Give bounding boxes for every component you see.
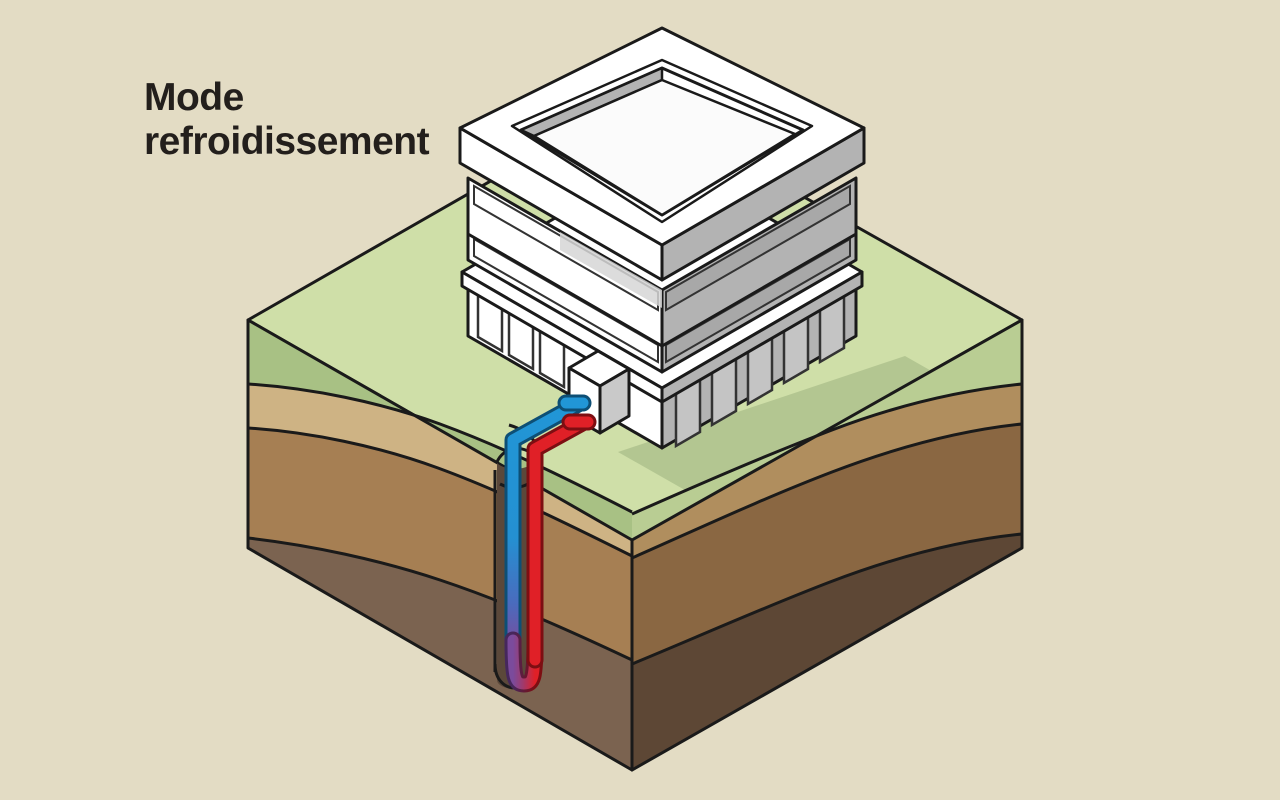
cold-supply-pipe (507, 397, 586, 654)
stratum-line-topsoil-right (631, 422, 1023, 560)
hot-return-pipe (529, 416, 590, 666)
roof-parapet-lip (510, 58, 814, 224)
ground-right-face (630, 318, 1024, 772)
geothermal-loop (504, 394, 597, 693)
ground-block (246, 98, 1024, 772)
roof-cast-shadow-on-wall (560, 232, 662, 308)
stratum-line-subsoil-right (631, 532, 1023, 666)
cornice-lower-right (660, 270, 864, 404)
stratum-line-grass-left (247, 382, 633, 514)
roof-well-inner-floor (532, 78, 797, 217)
heat-pump-side-face (598, 367, 631, 435)
stratum-line-subsoil-left (247, 536, 633, 662)
second-storey-band-right (665, 184, 851, 312)
stratum-line-topsoil-left (247, 426, 633, 558)
office-building (458, 26, 866, 450)
stratum-line-grass-right (631, 382, 1023, 516)
